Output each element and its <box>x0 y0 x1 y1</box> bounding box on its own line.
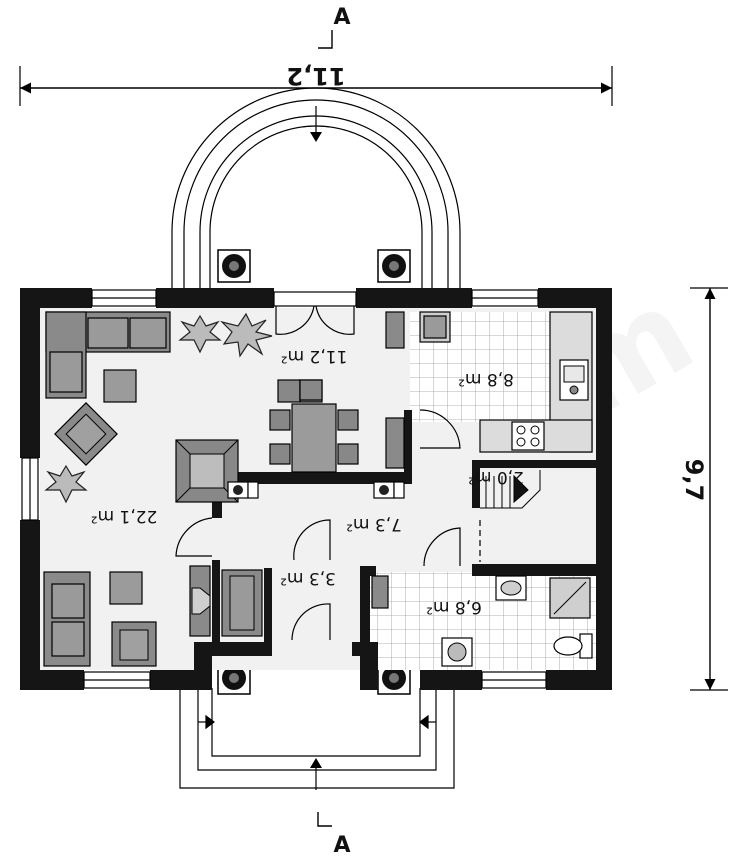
dining-set <box>269 379 359 473</box>
interior-doors <box>175 409 481 641</box>
width-label: 11,2 <box>286 62 345 90</box>
shower <box>549 577 591 619</box>
washing-machine <box>441 637 473 667</box>
depth-label: 9,7 <box>680 459 708 502</box>
section-mark-top: A <box>310 5 351 142</box>
room-labels: 22,1 m² 11,2 m² 8,8 m² 7,3 m² 3,3 m² 6,8… <box>91 346 524 617</box>
room-area-kitchen: 8,8 m² <box>458 369 514 389</box>
interior-walls <box>212 410 596 642</box>
sofa-bottom <box>43 571 91 667</box>
corner-sofa <box>45 311 171 399</box>
depth-dimension: 9,7 <box>680 287 728 691</box>
wardrobe-living <box>189 565 211 637</box>
armchair-bottom <box>111 621 157 667</box>
room-area-bathroom: 6,8 m² <box>426 597 482 617</box>
vestibule-closet <box>221 569 263 637</box>
bath-cabinet <box>371 575 389 609</box>
front-porch <box>179 688 455 789</box>
armchair <box>54 402 118 466</box>
washbasin <box>495 575 527 601</box>
room-area-living: 22,1 m² <box>91 506 158 526</box>
plant-icon <box>44 312 273 504</box>
room-area-hall: 7,3 m² <box>346 514 402 534</box>
rear-column-right <box>377 249 411 283</box>
living-side-table <box>103 369 137 403</box>
exterior-walls <box>20 288 612 690</box>
rear-column-left <box>217 249 251 283</box>
fireplace <box>175 439 239 503</box>
room-area-stair: 2,0 m² <box>468 467 524 487</box>
stair <box>480 470 541 509</box>
room-area-vestibule: 3,3 m² <box>280 568 336 588</box>
coffee-table <box>109 571 143 605</box>
rear-terrace <box>171 87 461 290</box>
room-area-dining: 11,2 m² <box>281 346 348 366</box>
stove <box>511 421 545 451</box>
section-mark-top-label: A <box>333 5 350 30</box>
windows <box>21 289 547 689</box>
section-mark-bottom-label: A <box>333 833 350 858</box>
chimney-vents <box>227 481 405 499</box>
kitchen-sink <box>559 359 589 401</box>
section-mark-bottom: A <box>310 758 351 858</box>
toilet <box>553 633 593 659</box>
rear-door <box>273 291 357 335</box>
